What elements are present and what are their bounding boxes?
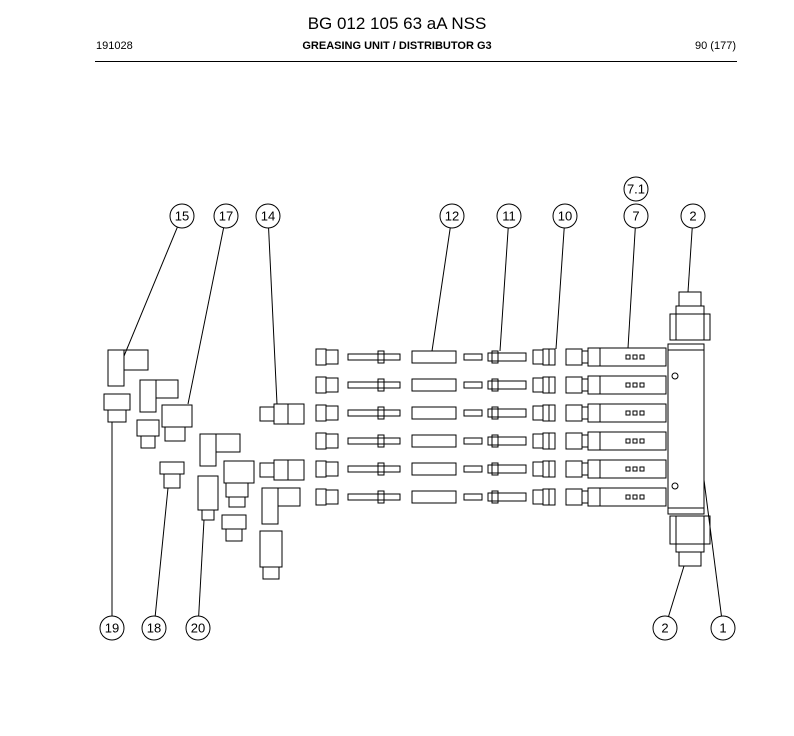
page-number: 90 (177) <box>695 40 736 52</box>
callout-18: 18 <box>141 615 167 641</box>
callout-12: 12 <box>439 203 465 229</box>
leader-line <box>198 519 205 617</box>
callout-label: 15 <box>175 209 189 224</box>
leader-line <box>703 479 722 617</box>
leader-line <box>555 227 565 350</box>
dosing-row <box>315 403 667 423</box>
callout-label: 12 <box>445 209 459 224</box>
fitting-20 <box>197 475 219 521</box>
callout-label: 7 <box>632 209 639 224</box>
callout-10: 10 <box>552 203 578 229</box>
dosing-row <box>315 459 667 479</box>
callout-11: 11 <box>496 203 522 229</box>
section-title: GREASING UNIT / DISTRIBUTOR G3 <box>302 40 492 52</box>
callout-7-1: 7.1 <box>623 176 649 202</box>
callout-label: 17 <box>219 209 233 224</box>
distributor-body <box>667 343 705 515</box>
dosing-row <box>315 431 667 451</box>
adapter-fitting <box>221 514 247 542</box>
callout-14: 14 <box>255 203 281 229</box>
leader-line <box>627 227 636 349</box>
callout-label: 7.1 <box>627 182 645 197</box>
document-title: BG 012 105 63 aA NSS <box>307 14 487 33</box>
elbow-fitting-alt <box>261 487 301 525</box>
callout-15: 15 <box>169 203 195 229</box>
callout-7: 7 <box>623 203 649 229</box>
end-fitting-top <box>669 291 711 341</box>
callout-17: 17 <box>213 203 239 229</box>
callout-label: 2 <box>661 621 668 636</box>
callout-balloons: 15 17 14 12 11 10 7 7.1 2 19 18 20 2 1 <box>99 176 736 641</box>
dosing-row <box>315 347 667 367</box>
dosing-row <box>315 375 667 395</box>
elbow-fitting-15 <box>107 349 149 387</box>
leader-line <box>687 227 693 293</box>
straight-fitting <box>259 530 283 580</box>
fitting-14-alt <box>259 459 305 481</box>
callout-label: 18 <box>147 621 161 636</box>
fitting-14 <box>259 403 305 425</box>
elbow-fitting <box>199 433 241 467</box>
document-date: 191028 <box>96 40 133 52</box>
leader-line <box>187 227 225 405</box>
callout-2: 2 <box>680 203 706 229</box>
tee-fitting <box>223 460 255 508</box>
parts-layer <box>103 291 711 580</box>
leader-line <box>668 565 685 617</box>
callout-label: 14 <box>261 209 275 224</box>
leader-line <box>499 227 509 352</box>
leader-line <box>154 487 169 617</box>
leader-lines <box>111 226 722 617</box>
callout-20: 20 <box>185 615 211 641</box>
callout-label: 11 <box>502 209 516 224</box>
callout-label: 2 <box>689 209 696 224</box>
callout-19: 19 <box>99 615 125 641</box>
callout-label: 1 <box>719 621 726 636</box>
callout-label: 20 <box>191 621 205 636</box>
callout-label: 10 <box>558 209 572 224</box>
header-rule <box>95 61 737 62</box>
callout-1: 1 <box>710 615 736 641</box>
dosing-row <box>315 487 667 507</box>
adapter-19 <box>103 393 131 423</box>
callout-label: 19 <box>105 621 119 636</box>
callout-2: 2 <box>652 615 678 641</box>
leader-line <box>123 226 178 357</box>
adapter-18 <box>159 404 193 489</box>
leader-line <box>431 227 451 352</box>
end-fitting-bottom <box>669 515 711 567</box>
leader-line <box>268 227 278 405</box>
elbow-fitting-17 <box>136 379 179 449</box>
